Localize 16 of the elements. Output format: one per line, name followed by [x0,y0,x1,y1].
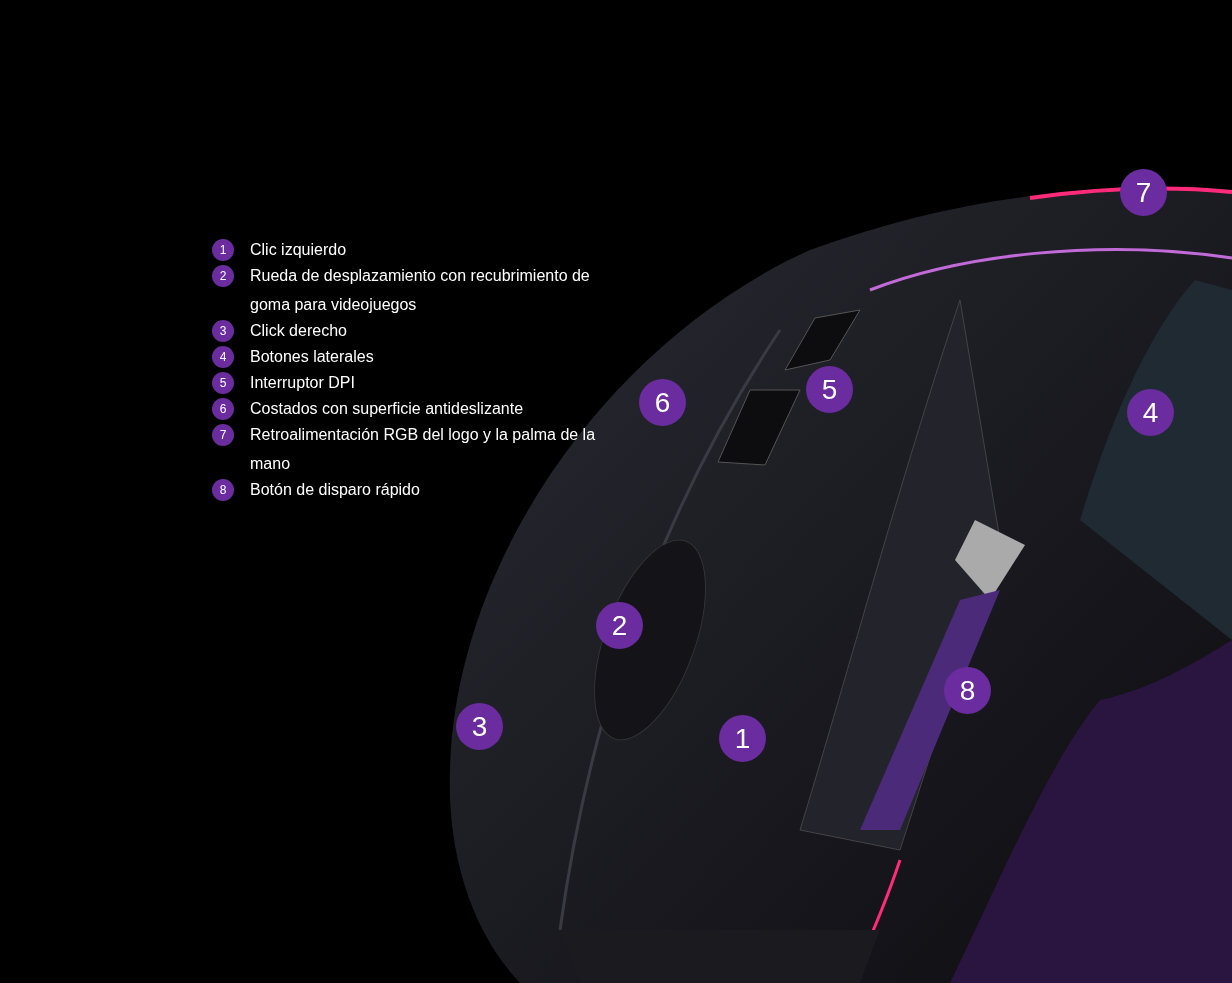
feature-text: Rueda de desplazamiento con recubrimiento de goma para videojuegos [250,266,591,315]
feature-text: Retroalimentación RGB del logo y la palma de la mano [250,425,597,474]
feature-text: Botones laterales [250,347,375,367]
list-number: 4 [212,346,234,368]
feature-text: Click derecho [250,321,348,341]
list-number: 7 [212,424,234,446]
list-number: 3 [212,320,234,342]
list-number: 5 [212,372,234,394]
feature-text: Botón de disparo rápido [250,480,421,500]
list-number: 6 [212,398,234,420]
list-number: 2 [212,265,234,287]
list-number: 1 [212,239,234,261]
list-number: 8 [212,479,234,501]
feature-text: Interruptor DPI [250,373,356,393]
feature-text: Clic izquierdo [250,240,348,260]
feature-text: Costados con superficie antideslizante [250,399,525,419]
